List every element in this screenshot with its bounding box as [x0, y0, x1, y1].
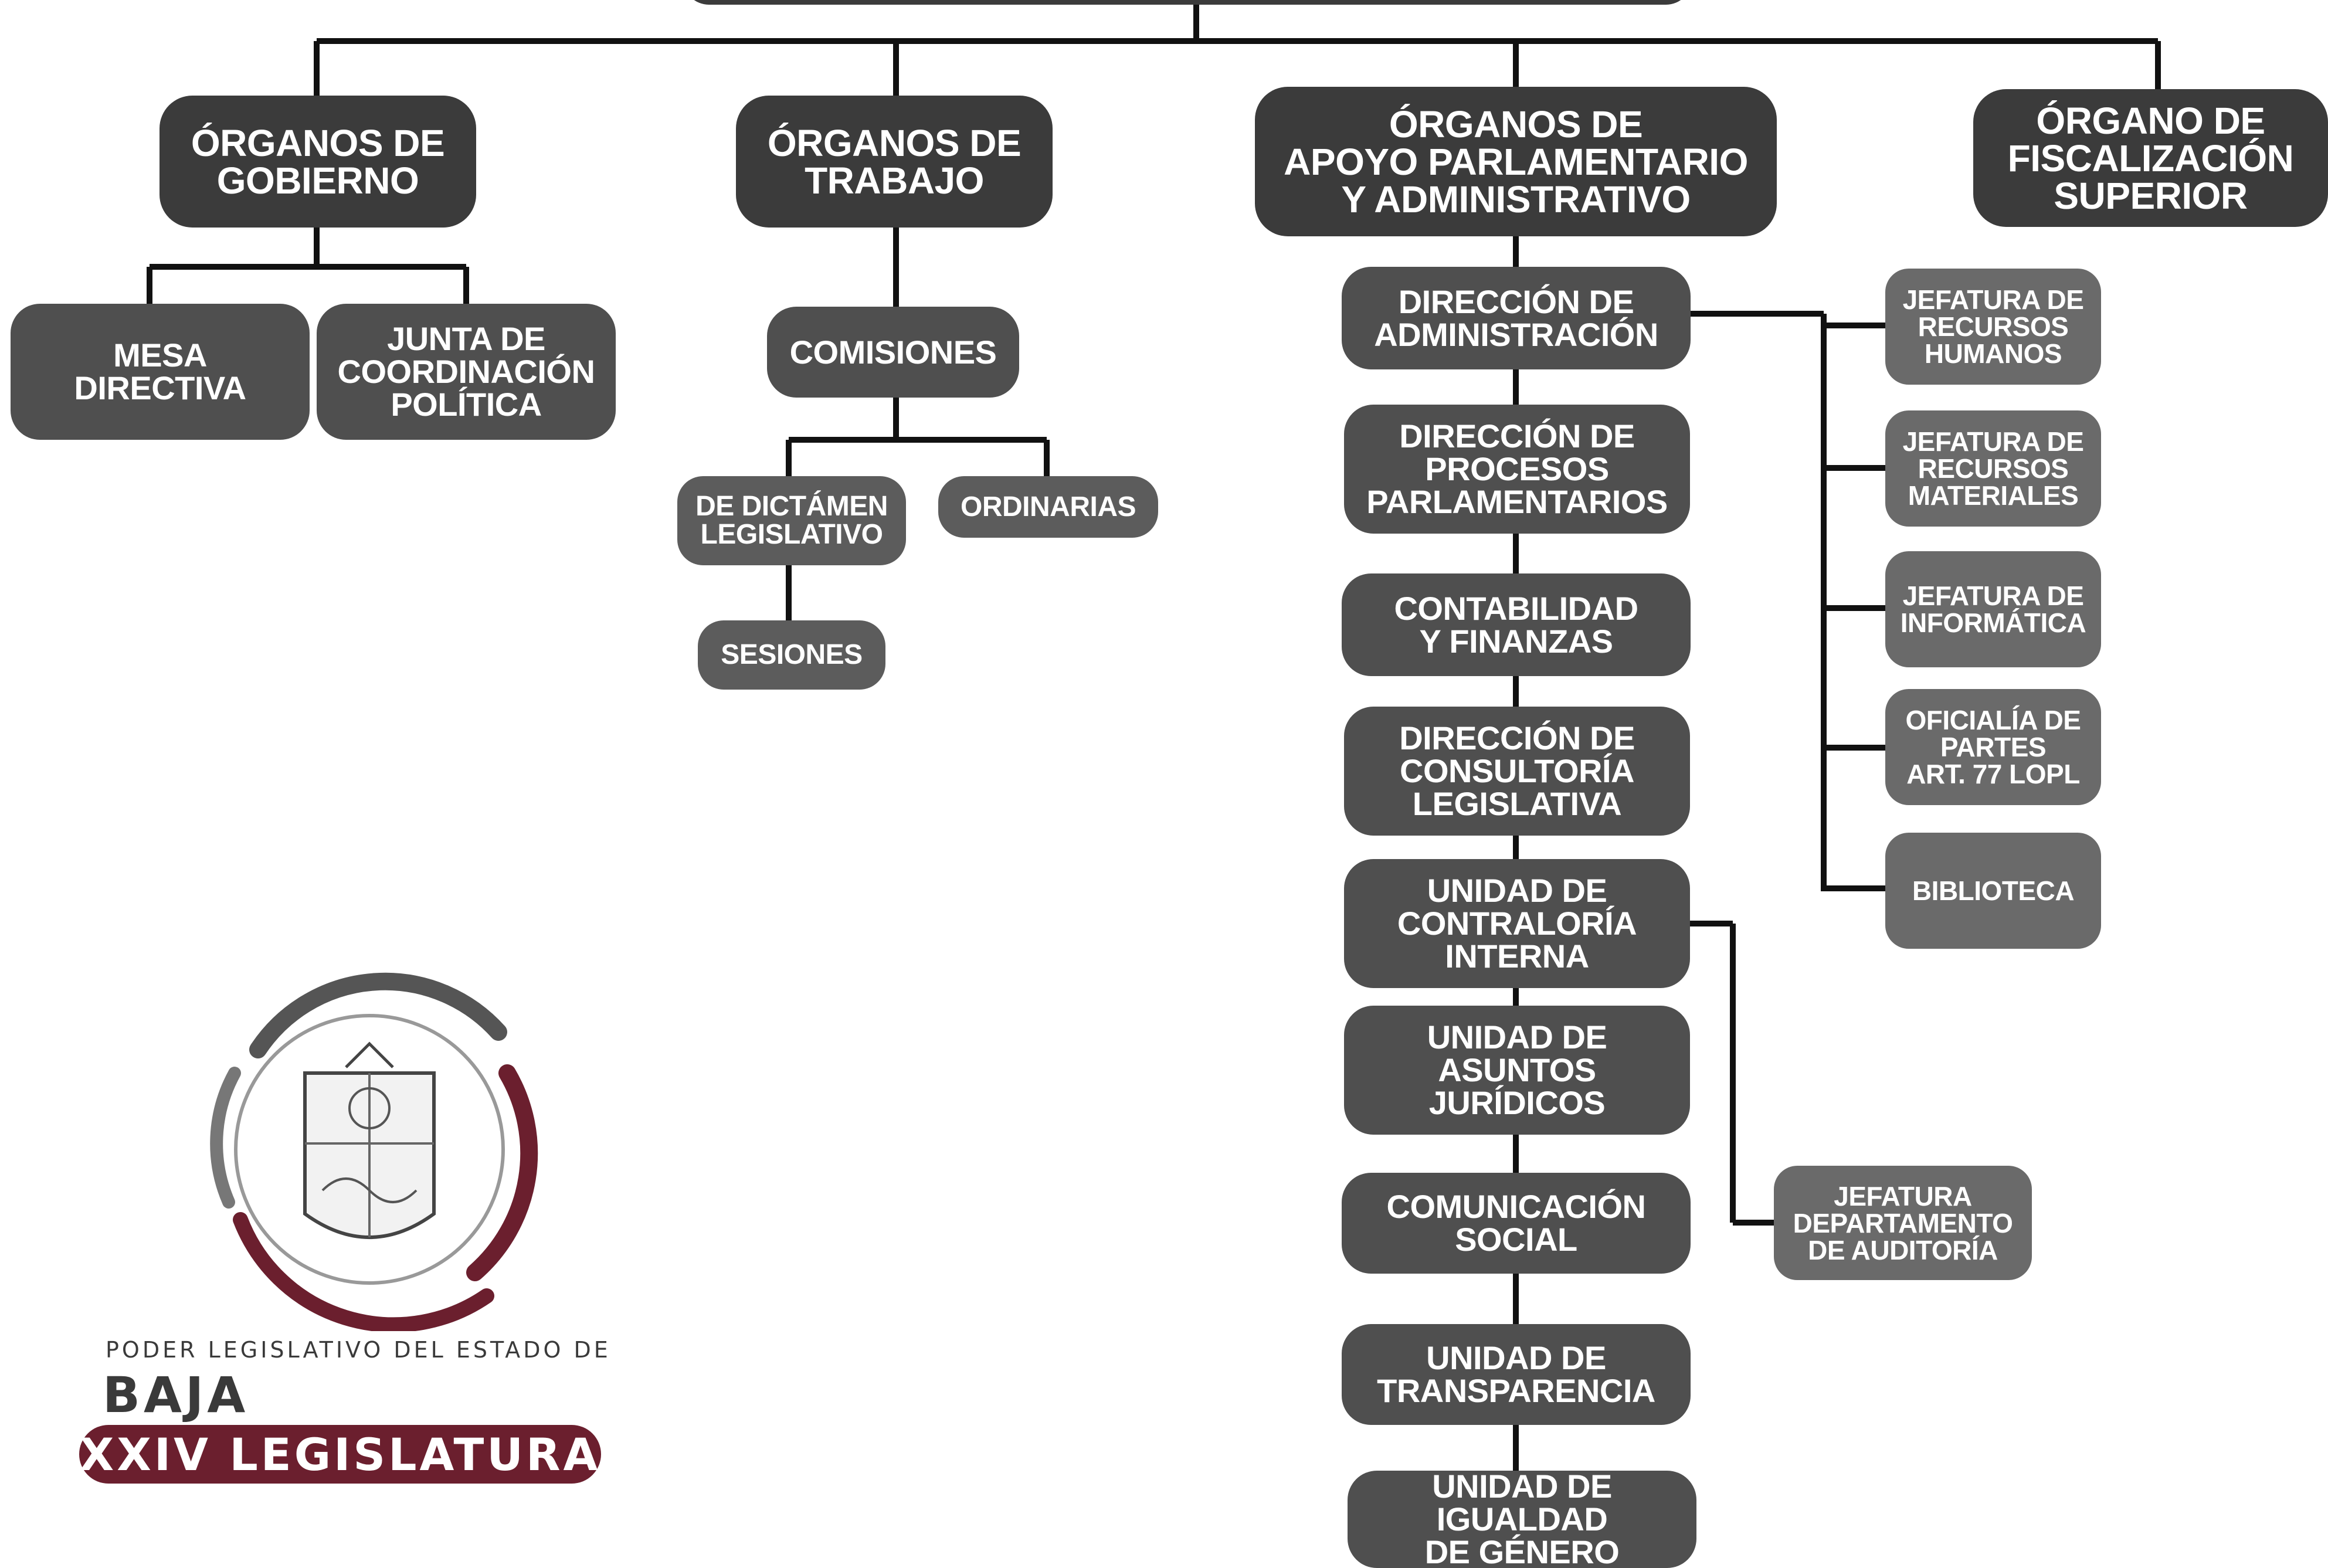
logo-legislature-text: XXIV LEGISLATURA [79, 1428, 601, 1481]
biblioteca-node: BIBLIOTECA [1885, 833, 2101, 949]
comunicacion-social-node: COMUNICACIÓN SOCIAL [1342, 1173, 1691, 1274]
jefatura-recursos-materiales-node: JEFATURA DE RECURSOS MATERIALES [1885, 410, 2101, 527]
organo-fiscalizacion-node: ÓRGANO DE FISCALIZACIÓN SUPERIOR [1973, 89, 2328, 227]
unidad-transparencia-node: UNIDAD DE TRANSPARENCIA [1342, 1324, 1691, 1425]
unidad-asuntos-juridicos-node: UNIDAD DE ASUNTOS JURÍDICOS [1344, 1006, 1690, 1135]
direccion-consultoria-node: DIRECCIÓN DE CONSULTORÍA LEGISLATIVA [1344, 707, 1690, 836]
unidad-contraloria-node: UNIDAD DE CONTRALORÍA INTERNA [1344, 859, 1690, 988]
jefatura-informatica-node: JEFATURA DE INFORMÁTICA [1885, 551, 2101, 667]
mesa-directiva-node: MESA DIRECTIVA [11, 304, 310, 440]
congress-logo: PODER LEGISLATIVO DEL ESTADO DE BAJA CAL… [70, 968, 622, 1484]
unidad-igualdad-genero-node: UNIDAD DE IGUALDAD DE GÉNERO [1348, 1470, 1696, 1568]
organos-apoyo-node: ÓRGANOS DE APOYO PARLAMENTARIO Y ADMINIS… [1255, 87, 1777, 236]
logo-legislature-badge: XXIV LEGISLATURA [79, 1425, 601, 1484]
contabilidad-finanzas-node: CONTABILIDAD Y FINANZAS [1342, 573, 1691, 676]
ordinarias-node: ORDINARIAS [938, 476, 1158, 538]
organos-trabajo-node: ÓRGANOS DE TRABAJO [736, 96, 1053, 228]
direccion-administracion-node: DIRECCIÓN DE ADMINISTRACIÓN [1342, 267, 1691, 369]
oficialia-partes-node: OFICIALÍA DE PARTES ART. 77 LOPL [1885, 689, 2101, 805]
root-node [683, 0, 1692, 5]
seal-emblem-icon [210, 972, 538, 1331]
jefatura-recursos-humanos-node: JEFATURA DE RECURSOS HUMANOS [1885, 269, 2101, 385]
logo-top-line: PODER LEGISLATIVO DEL ESTADO DE [106, 1337, 611, 1363]
comisiones-node: COMISIONES [767, 307, 1019, 398]
organos-gobierno-node: ÓRGANOS DE GOBIERNO [160, 96, 476, 228]
direccion-procesos-node: DIRECCIÓN DE PROCESOS PARLAMENTARIOS [1344, 405, 1690, 534]
jefatura-auditoria-node: JEFATURA DEPARTAMENTO DE AUDITORÍA [1774, 1166, 2032, 1280]
sesiones-node: SESIONES [698, 620, 885, 690]
junta-coordinacion-node: JUNTA DE COORDINACIÓN POLÍTICA [317, 304, 616, 440]
dictamen-legislativo-node: DE DICTÁMEN LEGISLATIVO [677, 476, 906, 565]
